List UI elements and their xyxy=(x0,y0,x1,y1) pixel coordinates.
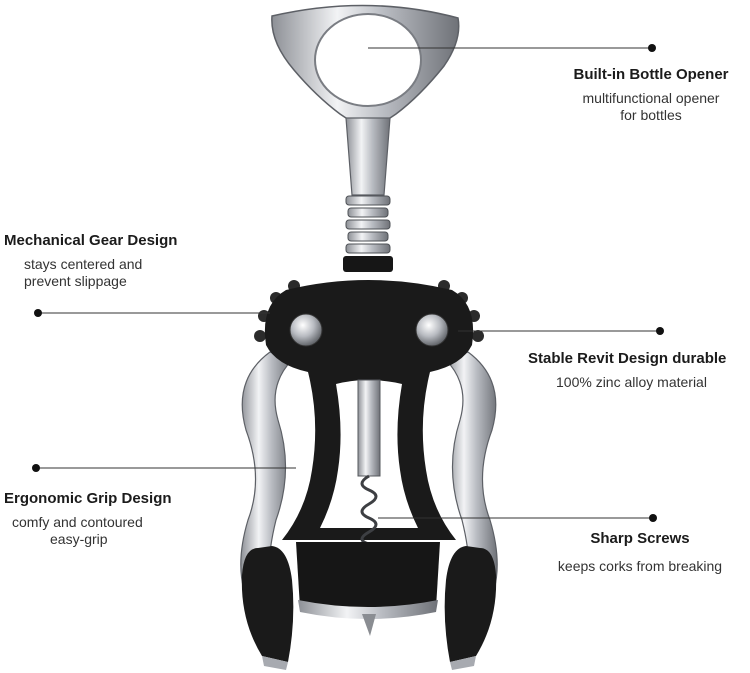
left-rivet xyxy=(289,313,323,347)
callout-lines xyxy=(36,47,660,519)
opener-desc-2: for bottles xyxy=(620,106,682,123)
screw-tip xyxy=(362,614,376,636)
right-rivet xyxy=(415,313,449,347)
left-grip xyxy=(241,546,294,662)
rivet-title: Stable Revit Design durable xyxy=(528,350,727,367)
gear-desc-1: stays centered and xyxy=(24,256,143,272)
gear-desc-2: prevent slippage xyxy=(24,272,127,289)
shank xyxy=(345,117,391,196)
gear-title: Mechanical Gear Design xyxy=(4,232,178,249)
rivet-desc-1: 100% zinc alloy material xyxy=(556,374,707,390)
worm-screw xyxy=(360,474,378,546)
rivet-feature: Stable Revit Design durable 100% zinc al… xyxy=(528,350,748,391)
grip-feature: Ergonomic Grip Design comfy and contoure… xyxy=(4,490,224,548)
grip-desc-1: comfy and contoured xyxy=(12,514,143,530)
opener-hole xyxy=(314,13,422,107)
opener-desc-1: multifunctional opener xyxy=(582,90,720,106)
grip-desc-2: easy-grip xyxy=(50,530,108,547)
grip-title: Ergonomic Grip Design xyxy=(4,490,172,507)
opener-feature: Built-in Bottle Opener multifunctional o… xyxy=(556,66,746,124)
center-shaft xyxy=(357,379,381,477)
opener-title: Built-in Bottle Opener xyxy=(573,66,729,83)
gear-threads xyxy=(345,195,391,254)
gear-feature: Mechanical Gear Design stays centered an… xyxy=(4,232,224,290)
base-collar xyxy=(296,542,440,614)
screws-feature: Sharp Screws keeps corks from breaking xyxy=(540,530,740,575)
screws-desc-1: keeps corks from breaking xyxy=(557,558,723,574)
right-grip xyxy=(444,546,497,662)
callout-dots xyxy=(32,44,664,522)
screws-title: Sharp Screws xyxy=(590,530,690,547)
